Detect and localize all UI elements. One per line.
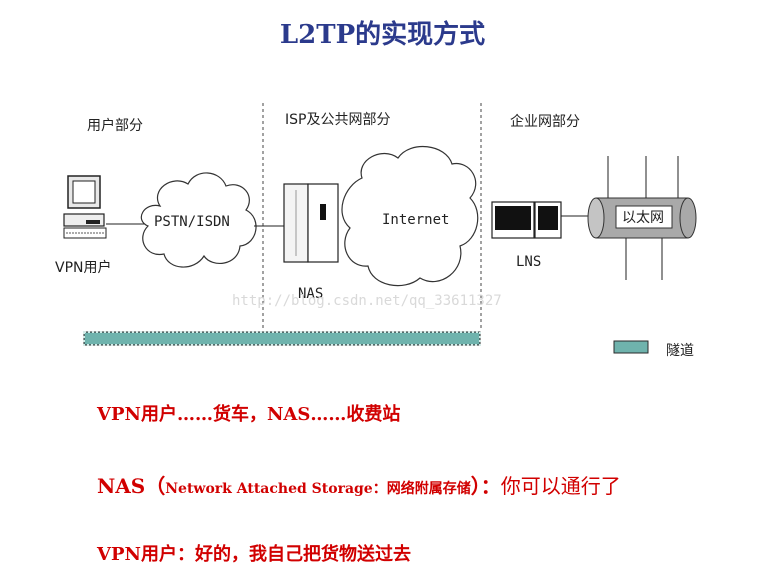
ethernet-label: 以太网 <box>622 210 664 226</box>
note-line-2-mid: ）： <box>470 474 501 498</box>
note-line-2: NAS（Network Attached Storage：网络附属存储）：你可以… <box>97 470 621 499</box>
pstn-cloud <box>140 172 257 268</box>
internet-cloud <box>341 145 479 287</box>
note-line-2-definition: Network Attached Storage：网络附属存储 <box>165 481 471 497</box>
tunnel-bar-texture <box>83 331 481 346</box>
section-enterprise-label: 企业网部分 <box>510 113 580 130</box>
ethernet-bus <box>587 156 697 280</box>
pstn-label: PSTN/ISDN <box>154 214 230 230</box>
computer-icon <box>63 175 107 239</box>
lns-router-icon <box>491 201 562 239</box>
nas-label: NAS <box>298 286 323 302</box>
section-isp-label: ISP及公共网部分 <box>285 112 390 128</box>
page-title: L2TP的实现方式 <box>279 20 486 50</box>
section-user-label: 用户部分 <box>87 117 143 134</box>
watermark-text: http://blog.csdn.net/qq_33611327 <box>232 293 502 309</box>
note-line-2-prefix: NAS（ <box>97 474 166 498</box>
note-line-3: VPN用户：好的，我自己把货物送过去 <box>97 544 411 565</box>
note-line-1: VPN用户……货车，NAS……收费站 <box>97 404 401 425</box>
nas-server-icon <box>283 183 339 263</box>
tunnel-bar <box>83 331 481 346</box>
legend-tunnel-swatch <box>613 340 649 354</box>
lns-label: LNS <box>516 254 541 270</box>
internet-label: Internet <box>382 212 449 228</box>
vpn-user-label: VPN用户 <box>55 259 112 276</box>
note-line-2-reply: 你可以通行了 <box>500 474 621 498</box>
legend-tunnel-label: 隧道 <box>666 343 694 359</box>
